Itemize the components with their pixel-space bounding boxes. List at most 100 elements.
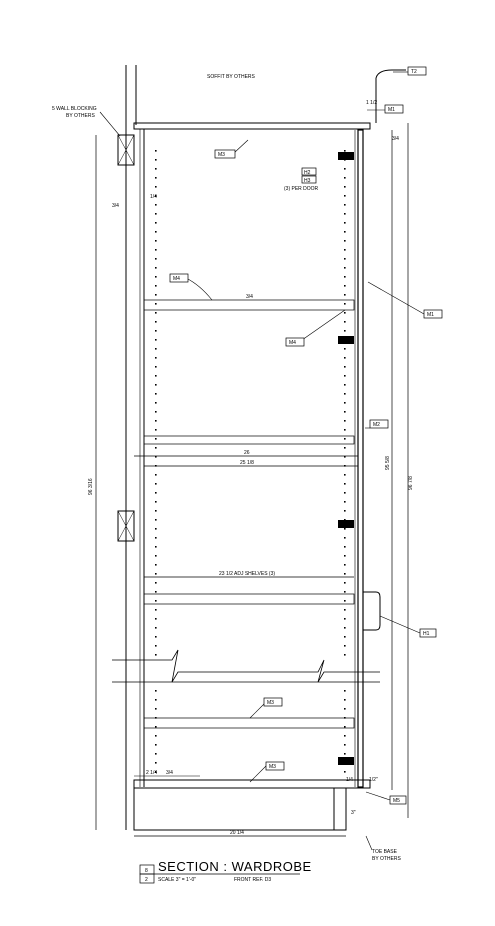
- leader-m3-lower: [249, 702, 266, 719]
- shelf-pin-hole: [155, 276, 157, 278]
- shelf-pin-hole: [344, 213, 346, 215]
- shelf-pin-hole: [155, 771, 157, 773]
- dim-text-right-height-1: 95 5/8: [385, 456, 391, 470]
- shelf-pin-hole: [155, 636, 157, 638]
- tag-box-m1-right: [423, 309, 443, 319]
- shelf-pin-hole: [344, 717, 346, 719]
- leader-m4-upper: [185, 277, 213, 301]
- tag-m1-right: M1: [427, 312, 434, 318]
- shelf-pin-hole: [155, 573, 157, 575]
- shelf-pin-hole: [155, 501, 157, 503]
- tag-m3-bottom: M3: [269, 764, 276, 770]
- shelf-pin-hole: [155, 366, 157, 368]
- shelf-pin-hole: [344, 564, 346, 566]
- dim-text-small-4: 1/4: [150, 194, 157, 200]
- wall-blocking-mid: [117, 510, 135, 542]
- tag-box-m3-top: [214, 149, 236, 159]
- tag-box-m5: [389, 795, 407, 805]
- tag-m2: M2: [373, 422, 380, 428]
- tag-box-m3-bottom: [265, 761, 285, 771]
- shelf-pin-hole: [344, 447, 346, 449]
- shelf-pin-hole: [344, 609, 346, 611]
- shelf-pin-hole: [155, 438, 157, 440]
- shelf-pin-hole: [344, 177, 346, 179]
- top-panel: [133, 122, 371, 130]
- title-number: 2: [145, 877, 148, 883]
- shelf-pin-hole: [344, 159, 346, 161]
- shelf-pin-hole: [344, 294, 346, 296]
- tag-t2: T2: [411, 69, 417, 75]
- shelf-pin-hole: [155, 708, 157, 710]
- shelf-pin-hole: [344, 276, 346, 278]
- shelf-pin-holes-right: [344, 150, 346, 773]
- leader-m3-bottom: [249, 765, 267, 783]
- shelf-pin-hole: [344, 699, 346, 701]
- shelf-pin-hole: [155, 429, 157, 431]
- tag-box-m4-mid: [285, 337, 305, 347]
- shelf-pin-hole: [344, 384, 346, 386]
- shelf-pin-hole: [155, 249, 157, 251]
- shelf-pin-hole: [344, 546, 346, 548]
- shelf-pin-hole: [155, 762, 157, 764]
- shelf-pin-hole: [155, 717, 157, 719]
- leader-m5: [365, 791, 391, 801]
- wall-blocking-top-x: [117, 134, 135, 166]
- shelf-pin-hole: [344, 168, 346, 170]
- shelf-pin-hole: [344, 366, 346, 368]
- note-wall-blocking: 5 WALL BLOCKING: [52, 106, 97, 112]
- shelf-pin-hole: [344, 258, 346, 260]
- shelf-pin-hole: [344, 735, 346, 737]
- shelf-pin-hole: [344, 348, 346, 350]
- shelf-pin-hole: [344, 339, 346, 341]
- shelf-pin-hole: [344, 231, 346, 233]
- shelf-pin-hole: [155, 177, 157, 179]
- shelf-pin-hole: [344, 519, 346, 521]
- shelf-pin-hole: [344, 690, 346, 692]
- shelf-pin-hole: [155, 348, 157, 350]
- shelf-pin-hole: [344, 438, 346, 440]
- tag-box-t2: [407, 66, 427, 76]
- shelf-pin-hole: [155, 528, 157, 530]
- shelf-pin-hole: [155, 690, 157, 692]
- shelf-pin-hole: [155, 303, 157, 305]
- title-letter: 8: [145, 868, 148, 874]
- shelf-pin-hole: [155, 582, 157, 584]
- shelf-pin-hole: [155, 150, 157, 152]
- hinge-icon-1: [338, 152, 354, 160]
- shelf-pin-hole: [344, 600, 346, 602]
- shelf-pin-hole: [155, 213, 157, 215]
- tag-m4-mid: M4: [289, 340, 296, 346]
- shelf-pin-hole: [155, 258, 157, 260]
- shelf-pin-hole: [344, 645, 346, 647]
- wall-blocking-top: [117, 134, 135, 166]
- shelf-pin-hole: [155, 537, 157, 539]
- shelf-pin-hole: [344, 483, 346, 485]
- shelf-pin-hole: [344, 744, 346, 746]
- leader-m3-top: [233, 139, 249, 154]
- shelf-pin-hole: [344, 465, 346, 467]
- shelf-pin-hole: [155, 465, 157, 467]
- leader-wall-blocking: [99, 111, 121, 137]
- shelf-pin-hole: [155, 627, 157, 629]
- shelf-pin-hole: [155, 483, 157, 485]
- shelf-pin-hole: [155, 294, 157, 296]
- shelf-pin-hole: [155, 321, 157, 323]
- shelf-pin-hole: [155, 384, 157, 386]
- shelf-pin-hole: [344, 636, 346, 638]
- shelf-pin-hole: [155, 204, 157, 206]
- hinge-icon-4: [338, 757, 354, 765]
- shelf-pin-hole: [344, 249, 346, 251]
- leader-m1-right: [367, 281, 425, 315]
- dim-text-right-height-2: 96 7/8: [408, 476, 414, 490]
- shelf-pin-holes-left: [155, 150, 157, 773]
- tag-box-m3-lower: [263, 697, 283, 707]
- shelf-pin-hole: [155, 285, 157, 287]
- shelf-pin-hole: [344, 312, 346, 314]
- dim-text-small-7: 3/4: [166, 770, 173, 776]
- shelf-pin-hole: [155, 546, 157, 548]
- shelf-pin-hole: [155, 699, 157, 701]
- shelf-pin-hole: [155, 267, 157, 269]
- shelf-pin-hole: [155, 447, 157, 449]
- shelf-pin-hole: [155, 753, 157, 755]
- shelf-pin-hole: [155, 357, 157, 359]
